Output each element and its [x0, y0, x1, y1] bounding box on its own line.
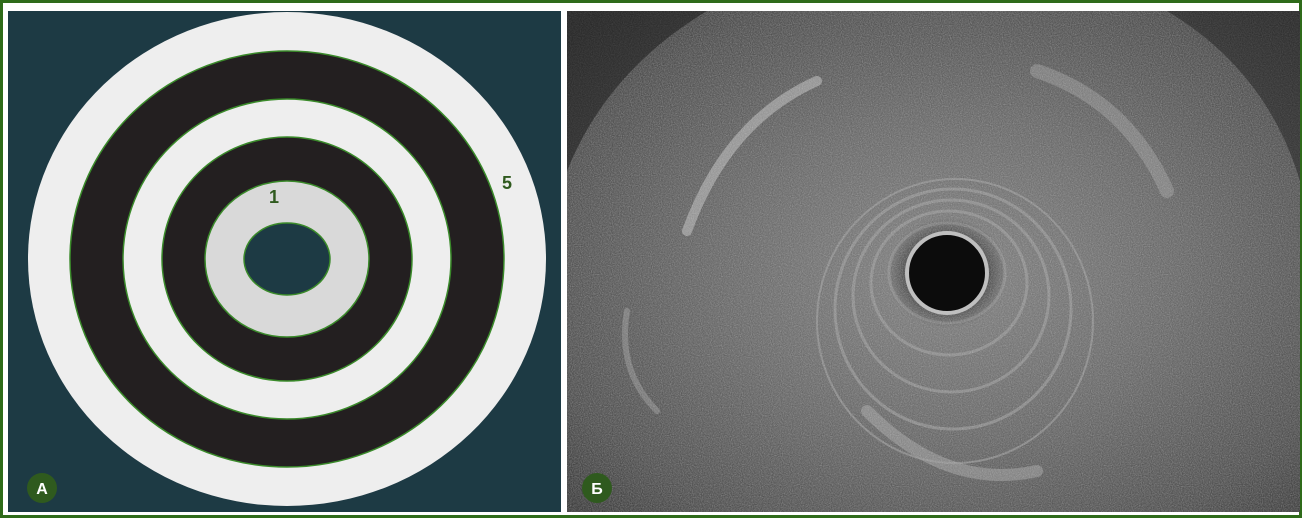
panel-b-badge-text: Б	[591, 481, 603, 498]
panel-b-badge: Б	[582, 473, 612, 503]
panel-a-badge: А	[27, 473, 57, 503]
ultrasound-image-svg: Б	[567, 11, 1300, 512]
panel-a-badge-text: А	[36, 481, 48, 498]
layer-label-1: 1	[269, 187, 279, 207]
panel-b-ultrasound: Б	[567, 11, 1300, 512]
layer-label-5: 5	[502, 173, 512, 193]
probe	[907, 233, 987, 313]
layers-schematic-svg: 1 5 А	[8, 11, 561, 512]
panel-a-schematic: 1 5 А	[8, 11, 561, 512]
lumen	[244, 223, 330, 295]
